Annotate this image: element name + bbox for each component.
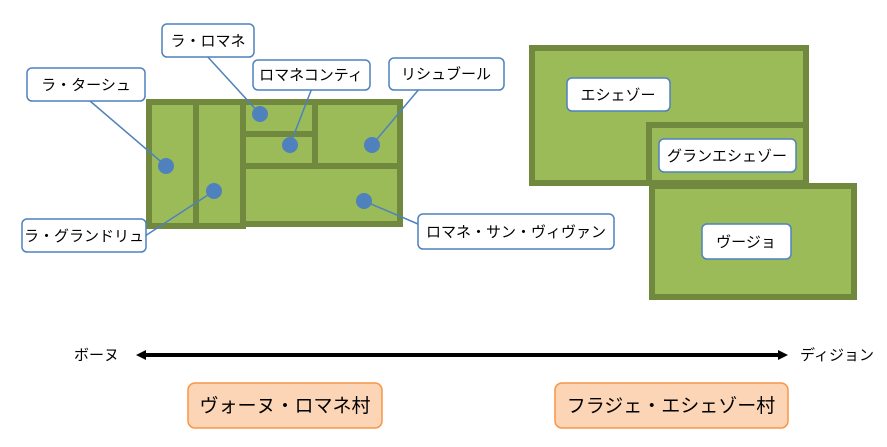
callout-grands-echezeaux: グランエシェゾー	[658, 138, 797, 173]
callout-la-grande-rue: ラ・グランドリュ	[21, 218, 147, 253]
marker-richebourg	[364, 137, 380, 153]
callout-vougeot: ヴージョ	[701, 223, 792, 260]
direction-axis: ボーヌ ディジョン	[74, 346, 874, 364]
callout-la-romanee: ラ・ロマネ	[161, 23, 255, 58]
callout-richebourg-label: リシュブール	[401, 65, 491, 83]
callout-romanee-st-vivant-label: ロマネ・サン・ヴィヴァン	[426, 223, 606, 241]
plot-la-grande-rue	[193, 99, 246, 229]
axis-right-label: ディジョン	[800, 346, 874, 364]
callout-la-tache-label: ラ・ターシュ	[41, 76, 131, 94]
callout-richebourg: リシュブール	[388, 57, 505, 91]
callout-vougeot-label: ヴージョ	[716, 233, 776, 251]
village-vosne-romanee-label: ヴォーヌ・ロマネ村	[199, 395, 370, 417]
callout-echezeaux-label: エシェゾー	[580, 86, 655, 104]
leader-richebourg	[371, 87, 421, 146]
leader-la-grande-rue	[144, 190, 215, 237]
callout-romanee-st-vivant: ロマネ・サン・ヴィヴァン	[417, 213, 615, 250]
village-flagey-echezeaux-label: フラジェ・エシェゾー村	[567, 395, 776, 417]
callout-la-romanee-label: ラ・ロマネ	[170, 32, 245, 50]
leader-romanee-conti	[289, 87, 313, 146]
callout-romanee-conti-label: ロマネコンティ	[259, 66, 363, 84]
village-flagey-echezeaux: フラジェ・エシェゾー村	[554, 382, 789, 429]
axis-left-label: ボーヌ	[74, 346, 119, 364]
marker-romanee-st-vivant	[356, 193, 372, 209]
callout-echezeaux: エシェゾー	[566, 77, 671, 112]
leader-romanee-st-vivant	[363, 200, 419, 225]
marker-la-grande-rue	[206, 183, 222, 199]
marker-la-romanee	[252, 106, 268, 122]
marker-romanee-conti	[282, 137, 298, 153]
village-vosne-romanee: ヴォーヌ・ロマネ村	[187, 382, 383, 429]
marker-la-tache	[158, 158, 174, 174]
leader-lines	[82, 54, 421, 237]
vosne-romanee-vineyards	[146, 99, 403, 229]
callout-la-grande-rue-label: ラ・グランドリュ	[24, 227, 144, 245]
plot-la-tache	[146, 99, 199, 229]
leader-la-romanee	[205, 54, 261, 115]
callout-romanee-conti: ロマネコンティ	[252, 59, 371, 91]
leader-la-tache	[82, 94, 167, 167]
location-markers	[158, 106, 380, 209]
callout-la-tache: ラ・ターシュ	[26, 67, 146, 102]
callout-grands-echezeaux-label: グランエシェゾー	[667, 147, 787, 165]
